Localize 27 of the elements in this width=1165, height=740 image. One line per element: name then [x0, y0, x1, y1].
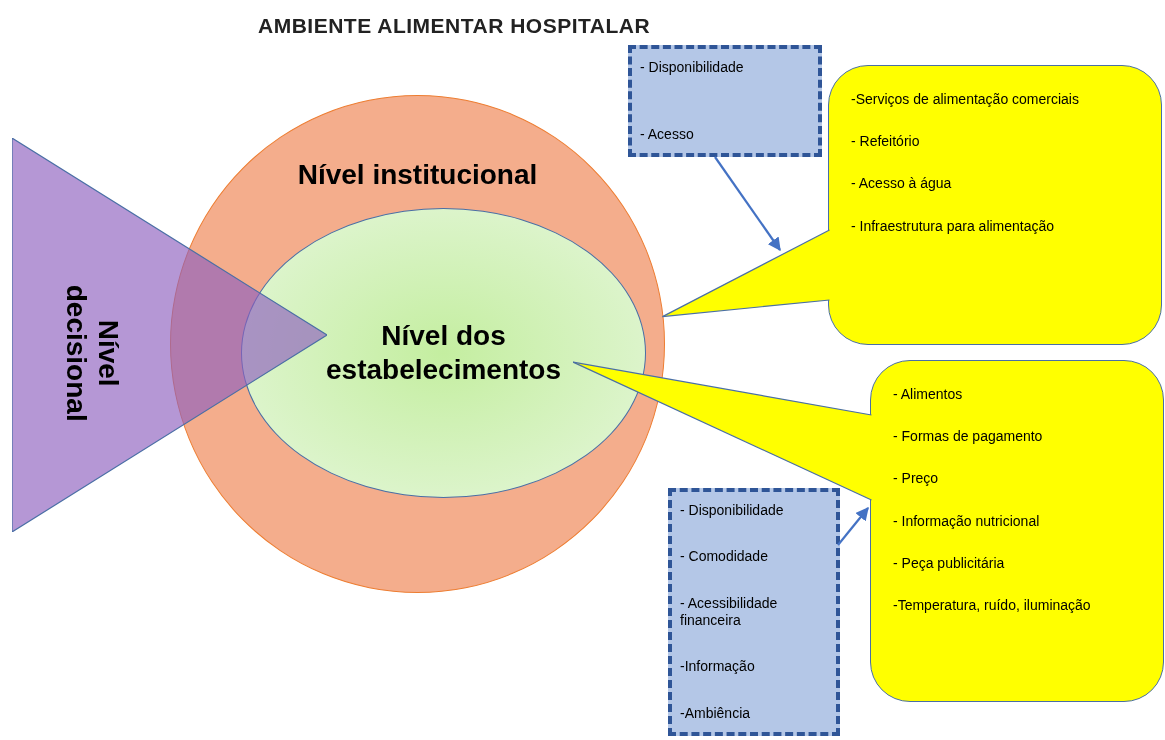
list-item: - Acesso: [640, 125, 695, 143]
list-item: -Informação: [680, 658, 756, 676]
list-item: - Preço: [893, 469, 940, 488]
arrow: [714, 156, 781, 252]
callout-bubble: [870, 360, 1164, 702]
level-label: Nível dos estabelecimentos: [325, 319, 562, 387]
callout-bubble: [828, 65, 1162, 345]
list-item: - Alimentos: [893, 385, 964, 404]
list-item: - Infraestrutura para alimentação: [851, 216, 1056, 235]
level-label: Nível institucional: [296, 158, 539, 192]
list-item: - Disponibilidade: [640, 59, 745, 77]
list-item: -Serviços de alimentação comerciais: [851, 90, 1080, 109]
dashed-box: [668, 488, 840, 736]
list-item: - Formas de pagamento: [893, 427, 1044, 446]
list-item: - Disponibilidade: [680, 502, 785, 520]
list-item: -Ambiência: [680, 704, 752, 722]
diagram-title: AMBIENTE ALIMENTAR HOSPITALAR: [258, 13, 651, 39]
list-item: - Peça publicitária: [893, 553, 1006, 572]
list-item: - Acessibilidade financeira: [680, 594, 779, 630]
level-label: Nível decisional: [60, 283, 125, 423]
arrow: [837, 506, 869, 546]
dashed-box: [628, 45, 822, 157]
list-item: - Comodidade: [680, 548, 769, 566]
list-item: - Informação nutricional: [893, 511, 1041, 530]
list-item: - Acesso à água: [851, 174, 953, 193]
list-item: -Temperatura, ruído, iluminação: [893, 595, 1092, 615]
list-item: - Refeitório: [851, 132, 921, 151]
